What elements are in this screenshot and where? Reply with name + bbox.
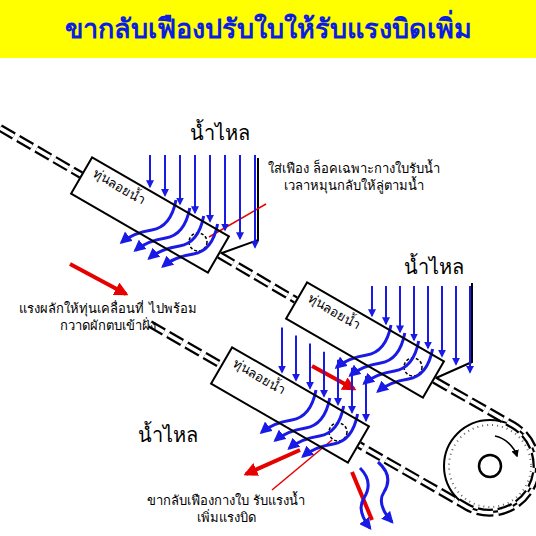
water-arrow (164, 155, 166, 195)
water-wave (360, 468, 370, 528)
water-wave (303, 414, 358, 456)
chain-connector (359, 380, 536, 513)
chain-links (219, 255, 295, 300)
water-wave (163, 224, 218, 266)
callout-note: แรงผลักให้ทุ่นเคลื่อนที่ ไปพร้อมกวาดผักต… (18, 300, 198, 334)
leader-line (209, 204, 332, 490)
water-wave (378, 462, 392, 522)
title: ขากลับเฟืองปรับใบให้รับแรงบิดเพิ่ม (65, 0, 472, 58)
water-arrow (455, 286, 457, 364)
water-arrow (149, 155, 151, 187)
gear (189, 233, 422, 441)
chain-end-upper (0, 128, 81, 175)
flow-label: น้ำไหล (138, 422, 228, 448)
chain-links (219, 255, 295, 300)
water-arrow (323, 352, 325, 397)
water-arrow (427, 286, 429, 348)
water-arrow (413, 286, 415, 340)
water-arrow (224, 155, 226, 230)
float-label: ทุ่นลอยน้ำ (228, 354, 290, 399)
water-arrow (385, 286, 387, 324)
chain-links (359, 380, 536, 513)
chain-end-lower (150, 324, 221, 365)
float-label: ทุ่นลอยน้ำ (88, 164, 150, 209)
chain-connector (219, 255, 295, 300)
callout-note: ขากลับเฟืองกางใบ รับแรงน้ำเพิ่มแรงบิด (146, 492, 306, 526)
water-arrow (309, 344, 311, 389)
water-flow (122, 155, 471, 528)
water-arrow (209, 155, 211, 221)
chain-links (359, 380, 536, 513)
callout-note: ใส่เฟือง ล็อคเฉพาะกางใบรับน้ำ เวลาหมุนกล… (265, 160, 443, 194)
flow-label: น้ำไหล (404, 254, 494, 280)
water-arrow (441, 286, 443, 356)
water-arrow (371, 286, 373, 316)
water-arrow (179, 155, 181, 204)
water-wave (378, 349, 433, 391)
water-arrow (295, 336, 297, 381)
float-label: ทุ่นลอยน้ำ (303, 289, 365, 334)
water-arrow (194, 155, 196, 213)
flow-label: น้ำไหล (190, 120, 280, 146)
water-arrow (399, 286, 401, 332)
water-arrow (254, 155, 256, 247)
title-band: ขากลับเฟืองปรับใบให้รับแรงบิดเพิ่ม (0, 0, 536, 58)
water-arrow (469, 286, 471, 372)
water-arrow (281, 327, 283, 372)
water-arrow (239, 155, 241, 239)
